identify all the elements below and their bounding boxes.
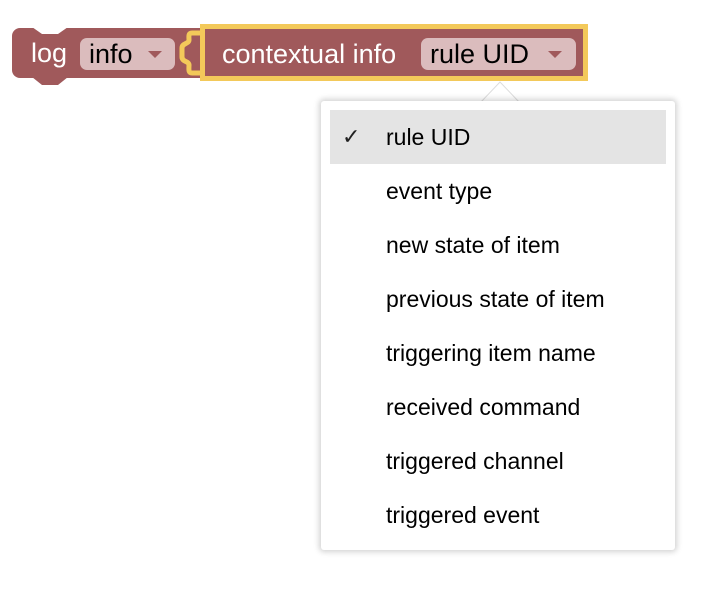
log-label: log xyxy=(31,38,68,68)
log-level-dropdown[interactable]: info xyxy=(80,38,175,70)
menu-item-label: new state of item xyxy=(386,232,560,258)
log-block[interactable]: log info xyxy=(12,27,212,85)
menu-item-label: received command xyxy=(386,394,581,420)
menu-item-triggered-channel[interactable]: triggered channel xyxy=(330,434,666,488)
contextual-info-block[interactable]: contextual info rule UID xyxy=(200,24,588,81)
puzzle-connector-icon xyxy=(179,30,202,76)
menu-item-triggering-item-name[interactable]: triggering item name xyxy=(330,326,666,380)
block-notch-bottom xyxy=(32,77,68,85)
context-type-dropdown[interactable]: rule UID xyxy=(421,38,576,70)
menu-item-label: previous state of item xyxy=(386,286,605,312)
contextual-info-label: contextual info xyxy=(222,39,397,69)
contextual-info-block-body: contextual info rule UID xyxy=(205,29,583,76)
chevron-down-icon xyxy=(548,51,562,58)
menu-item-triggered-event[interactable]: triggered event xyxy=(330,488,666,542)
menu-item-label: triggered channel xyxy=(386,448,564,474)
menu-item-previous-state[interactable]: previous state of item xyxy=(330,272,666,326)
context-type-menu: ✓ rule UID event type new state of item … xyxy=(321,101,675,550)
menu-item-label: rule UID xyxy=(386,124,471,150)
menu-item-new-state[interactable]: new state of item xyxy=(330,218,666,272)
menu-item-label: event type xyxy=(386,178,493,204)
chevron-down-icon xyxy=(148,51,162,58)
menu-item-event-type[interactable]: event type xyxy=(330,164,666,218)
menu-item-received-command[interactable]: received command xyxy=(330,380,666,434)
menu-item-label: triggering item name xyxy=(386,340,596,366)
menu-item-rule-uid[interactable]: ✓ rule UID xyxy=(330,110,666,164)
menu-item-label: triggered event xyxy=(386,502,540,528)
block-notch-top xyxy=(32,27,68,34)
context-type-value: rule UID xyxy=(430,39,530,69)
log-level-value: info xyxy=(89,39,133,69)
checkmark-icon: ✓ xyxy=(342,124,361,149)
